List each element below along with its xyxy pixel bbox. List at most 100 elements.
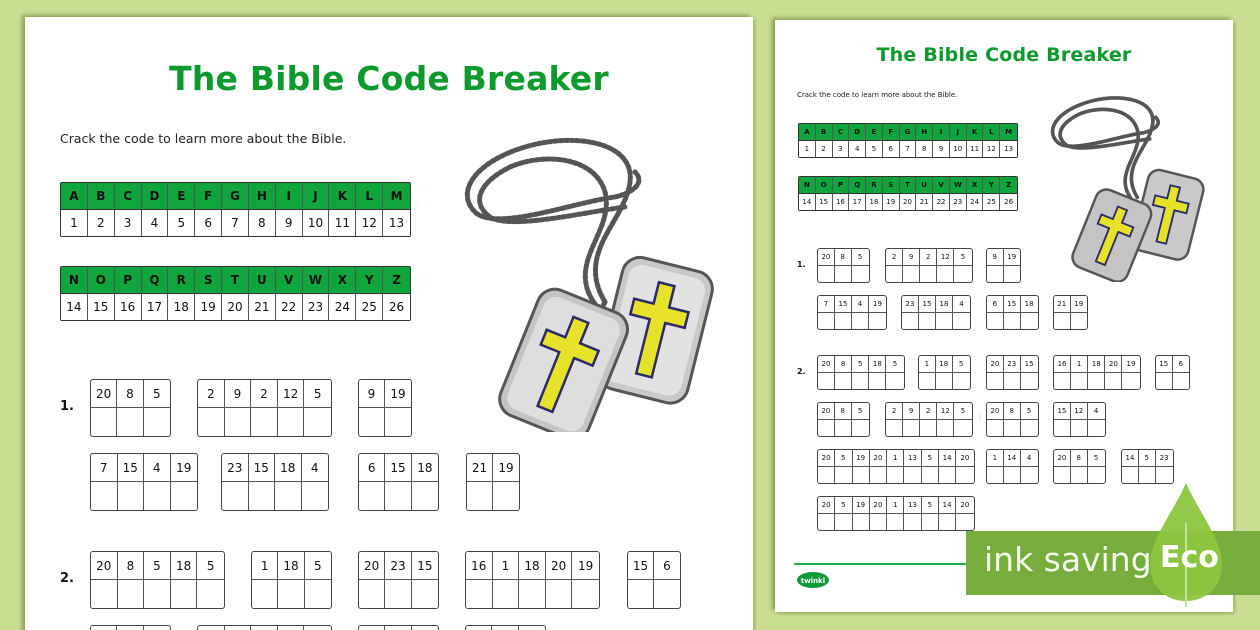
answer-cell[interactable] [954,420,971,437]
answer-cell[interactable] [118,580,145,608]
answer-cell[interactable] [818,265,835,282]
answer-cell[interactable] [278,580,305,608]
answer-cell[interactable] [117,408,144,436]
answer-cell[interactable] [953,313,970,330]
answer-cell[interactable] [1156,372,1173,389]
answer-cell[interactable] [412,482,438,510]
answer-cell[interactable] [869,372,887,389]
answer-cell[interactable] [493,482,519,510]
answer-cell[interactable] [91,580,118,608]
answer-cell[interactable] [91,408,118,436]
answer-cell[interactable] [144,580,171,608]
answer-cell[interactable] [1173,373,1190,390]
answer-cell[interactable] [251,408,278,436]
answer-cell[interactable] [144,482,171,510]
answer-cell[interactable] [628,580,654,608]
answer-cell[interactable] [919,312,936,329]
answer-cell[interactable] [852,372,870,389]
answer-cell[interactable] [1004,312,1021,329]
answer-cell[interactable] [953,373,970,390]
answer-cell[interactable] [818,372,836,389]
answer-cell[interactable] [835,419,852,436]
answer-cell[interactable] [835,312,852,329]
answer-cell[interactable] [1021,467,1038,484]
answer-cell[interactable] [922,513,939,530]
answer-cell[interactable] [1054,466,1071,483]
answer-cell[interactable] [835,466,853,483]
answer-cell[interactable] [546,580,573,608]
answer-cell[interactable] [835,513,853,530]
answer-cell[interactable] [835,372,853,389]
answer-cell[interactable] [954,266,971,283]
answer-cell[interactable] [225,408,252,436]
answer-cell[interactable] [987,372,1004,389]
answer-cell[interactable] [939,513,957,530]
answer-cell[interactable] [466,580,493,608]
answer-cell[interactable] [904,466,922,483]
answer-cell[interactable] [818,312,835,329]
answer-cell[interactable] [359,408,385,436]
answer-cell[interactable] [852,420,869,437]
answer-cell[interactable] [937,419,955,436]
answer-cell[interactable] [302,482,329,510]
answer-cell[interactable] [493,580,520,608]
answer-cell[interactable] [385,482,412,510]
answer-cell[interactable] [920,265,938,282]
answer-cell[interactable] [987,312,1004,329]
answer-cell[interactable] [904,513,922,530]
answer-cell[interactable] [886,419,904,436]
answer-cell[interactable] [1088,372,1106,389]
answer-cell[interactable] [1139,466,1156,483]
answer-cell[interactable] [1088,420,1105,437]
answer-cell[interactable] [198,408,225,436]
answer-cell[interactable] [467,482,493,510]
answer-cell[interactable] [572,580,599,608]
answer-cell[interactable] [519,580,546,608]
answer-cell[interactable] [835,265,852,282]
answer-cell[interactable] [304,408,331,436]
answer-cell[interactable] [870,513,888,530]
answer-cell[interactable] [903,419,921,436]
answer-cell[interactable] [818,419,835,436]
answer-cell[interactable] [870,466,888,483]
answer-cell[interactable] [197,580,224,608]
answer-cell[interactable] [118,482,144,510]
answer-cell[interactable] [922,466,939,483]
answer-cell[interactable] [920,419,938,436]
answer-cell[interactable] [1004,266,1021,283]
answer-cell[interactable] [853,466,870,483]
answer-cell[interactable] [1071,313,1088,330]
answer-cell[interactable] [987,265,1004,282]
answer-cell[interactable] [852,266,869,283]
answer-cell[interactable] [144,408,170,436]
answer-cell[interactable] [385,580,412,608]
answer-cell[interactable] [359,482,386,510]
answer-cell[interactable] [939,466,957,483]
answer-cell[interactable] [1122,466,1139,483]
answer-cell[interactable] [275,482,302,510]
answer-cell[interactable] [936,312,953,329]
answer-cell[interactable] [1004,419,1021,436]
answer-cell[interactable] [171,482,198,510]
answer-cell[interactable] [252,580,279,608]
answer-cell[interactable] [919,372,936,389]
answer-cell[interactable] [1054,312,1071,329]
answer-cell[interactable] [1021,373,1038,390]
answer-cell[interactable] [853,513,870,530]
answer-cell[interactable] [359,580,386,608]
answer-cell[interactable] [1021,420,1038,437]
answer-cell[interactable] [305,580,331,608]
answer-cell[interactable] [1004,372,1021,389]
answer-cell[interactable] [1071,419,1088,436]
answer-cell[interactable] [818,513,836,530]
answer-cell[interactable] [818,466,836,483]
answer-cell[interactable] [886,265,904,282]
answer-cell[interactable] [887,513,905,530]
answer-cell[interactable] [91,482,118,510]
answer-cell[interactable] [171,580,198,608]
answer-cell[interactable] [956,467,973,484]
answer-cell[interactable] [1054,419,1071,436]
answer-cell[interactable] [869,313,886,330]
answer-cell[interactable] [249,482,275,510]
answer-cell[interactable] [654,580,680,608]
